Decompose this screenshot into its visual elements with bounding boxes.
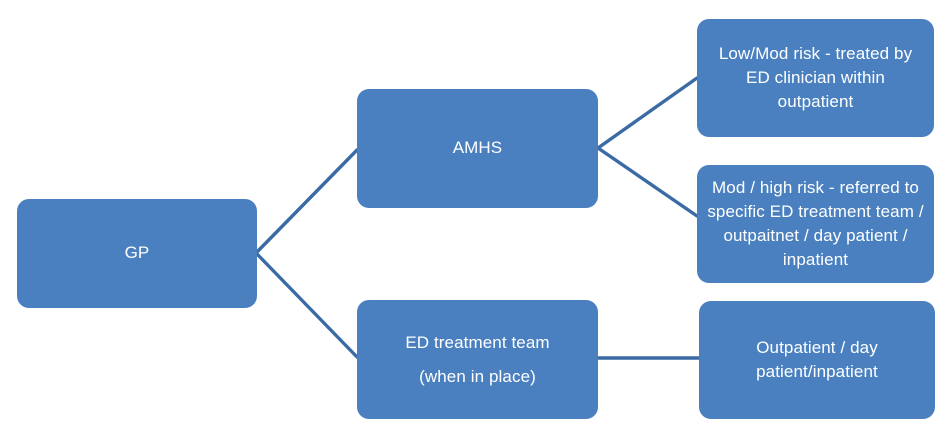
node-mod-high-risk[interactable]: Mod / high risk - referred to specific E…	[697, 165, 934, 283]
node-low-mod-risk[interactable]: Low/Mod risk - treated by ED clinician w…	[697, 19, 934, 137]
node-outpatient-day-inpatient[interactable]: Outpatient / day patient/inpatient	[699, 301, 935, 419]
connector-gp-to-ed-team	[254, 251, 359, 359]
connector-amhs-to-low-mod	[596, 76, 699, 150]
node-outpatient-day-inpatient-label: Outpatient / day patient/inpatient	[756, 337, 878, 381]
node-ed-treatment-team-label: ED treatment team (when in place)	[405, 332, 550, 386]
node-ed-treatment-team[interactable]: ED treatment team (when in place)	[357, 300, 598, 419]
node-amhs[interactable]: AMHS	[357, 89, 598, 208]
node-mod-high-risk-label: Mod / high risk - referred to specific E…	[707, 177, 924, 270]
connector-gp-fork	[254, 148, 359, 359]
node-gp-label: GP	[124, 243, 150, 263]
connector-amhs-to-mod-high	[596, 146, 699, 218]
connector-amhs-fork	[596, 76, 699, 218]
connector-gp-to-amhs	[254, 148, 359, 255]
node-low-mod-risk-label: Low/Mod risk - treated by ED clinician w…	[718, 43, 913, 112]
node-amhs-label: AMHS	[452, 138, 503, 158]
node-gp[interactable]: GP	[17, 199, 257, 308]
